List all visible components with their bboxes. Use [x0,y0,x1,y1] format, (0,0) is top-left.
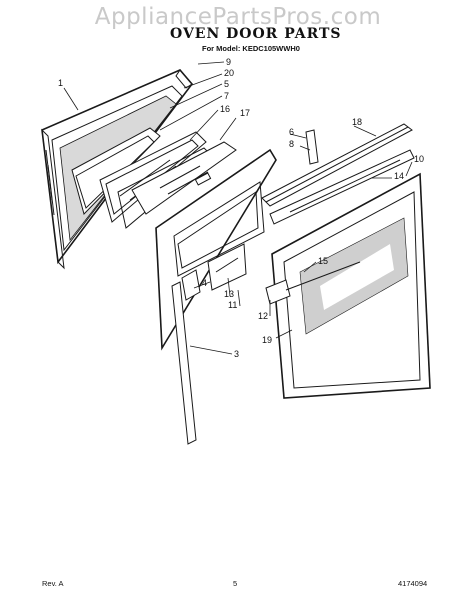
callout-18: 18 [352,117,363,127]
watermark-text: AppliancePartsPros.com [94,4,382,30]
inner-door-panel [155,148,277,351]
callout-5: 5 [224,79,230,89]
callout-10: 10 [414,154,425,164]
callout-16: 16 [220,104,231,114]
callout-12: 12 [258,311,269,321]
callout-15: 15 [318,256,329,266]
door-liner-part-1 [41,69,194,270]
small-window-part-13 [207,243,247,291]
callout-11: 11 [228,300,238,310]
diagram-title: OVEN DOOR PARTS [170,26,342,42]
callout-6: 6 [289,127,295,137]
leader-lines [63,61,413,355]
callout-9: 9 [226,57,232,67]
vent-channel-part-14 [269,149,415,225]
model-subtitle: For Model: KEDC105WWH0 [202,44,300,53]
callout-19: 19 [262,335,273,345]
callout-13: 13 [224,289,235,299]
callout-4: 4 [202,278,208,288]
callout-17: 17 [240,108,251,118]
callout-8: 8 [289,139,295,149]
handle-bracket-part-4 [181,269,201,301]
footer-revision: Rev. A [42,579,64,588]
callout-1: 1 [58,78,64,88]
bracket-part-6-8 [305,129,319,165]
handle-part-15 [265,261,361,305]
callout-20: 20 [224,68,235,78]
callout-7: 7 [224,91,230,101]
footer-document-number: 4174094 [398,579,428,588]
top-trim-part-18 [261,123,413,207]
side-trim-part-3 [171,281,197,445]
callout-3: 3 [234,349,240,359]
callout-14: 14 [394,171,405,181]
outer-door-panel-part-10 [271,172,431,399]
window-glass-part-17 [131,141,237,215]
footer-page-number: 5 [233,579,238,588]
